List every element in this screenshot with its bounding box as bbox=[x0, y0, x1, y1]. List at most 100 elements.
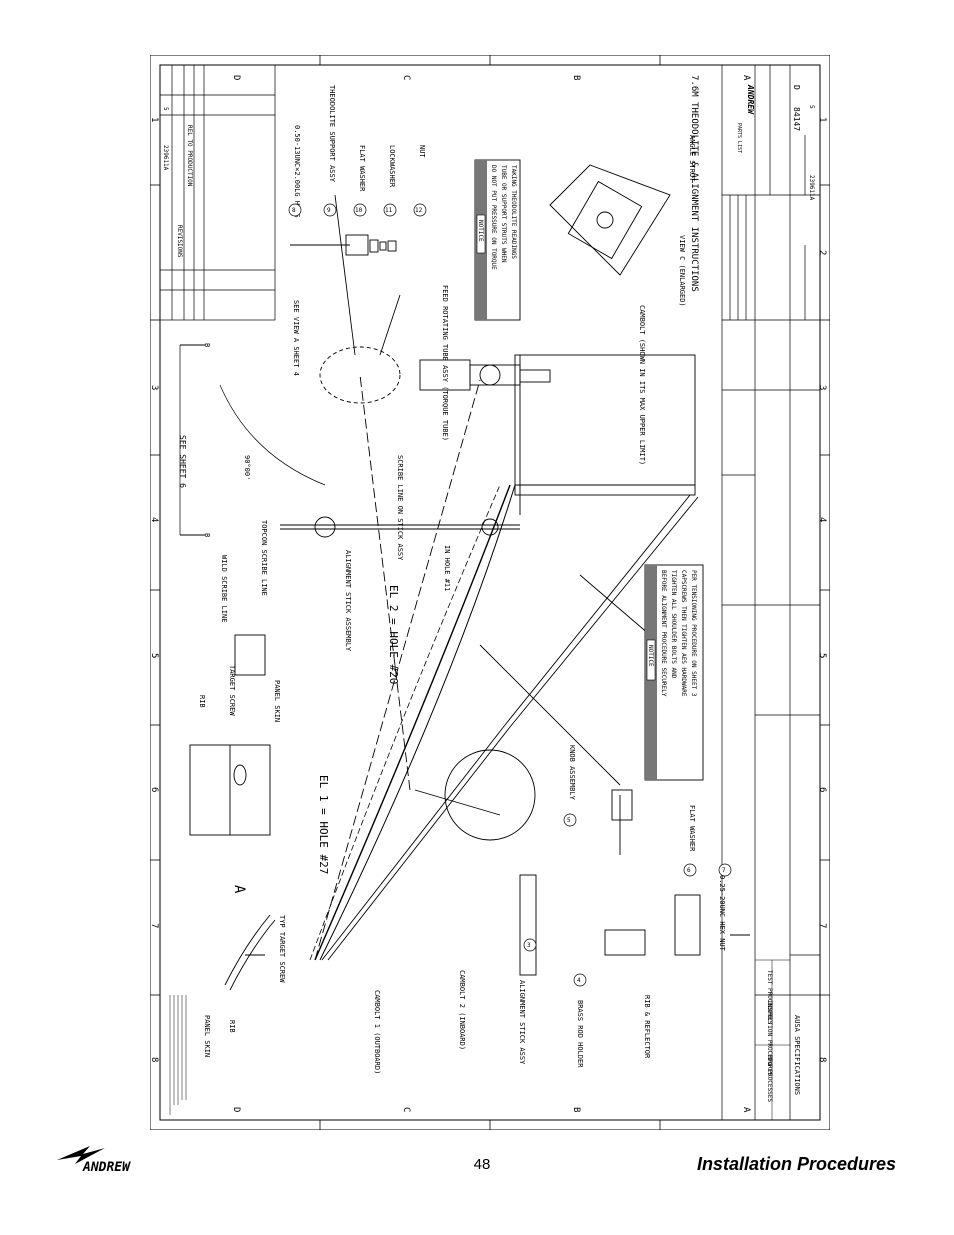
test-procedures: TEST PROCEDURES bbox=[766, 970, 773, 1025]
zone-4-left: 4 bbox=[150, 517, 159, 522]
callout-10-text: 10 bbox=[355, 207, 363, 214]
zone-b-top: B bbox=[571, 75, 581, 80]
parts-list-label: PARTS LIST bbox=[736, 123, 742, 153]
nut-label: NUT bbox=[418, 145, 426, 158]
callout-12: 12 bbox=[413, 203, 427, 217]
wild-scribe-label: WILD SCRIBE LINE bbox=[220, 555, 228, 622]
notice-mid-line-1: BEFORE ALIGNMENT PROCEDURE SECURELY bbox=[660, 570, 667, 697]
callout-7: 7 bbox=[718, 863, 732, 877]
zone-7-right: 7 bbox=[817, 923, 827, 928]
callout-3-text: 3 bbox=[527, 942, 531, 949]
hex-nut-label: 0.25-20UNC HEX NUT bbox=[718, 875, 726, 952]
in-hole-label: IN HOLE #11 bbox=[443, 545, 451, 591]
zone-7-left: 7 bbox=[150, 923, 159, 928]
revision-dwg-number: 239611A bbox=[162, 145, 169, 171]
callout-4: 4 bbox=[573, 973, 587, 987]
section-b-top: B bbox=[203, 343, 211, 347]
aqsa-specs: AUSA SPECIFICATIONS bbox=[793, 1015, 801, 1095]
zone-4-right: 4 bbox=[817, 517, 827, 522]
zone-1-left: 1 bbox=[150, 117, 159, 122]
zone-3-left: 3 bbox=[150, 385, 159, 390]
notes-block bbox=[169, 995, 187, 1115]
flat-washer-label: FLAT WASHER bbox=[688, 805, 696, 852]
zone-5-left: 5 bbox=[150, 653, 159, 658]
section-b-bottom: B bbox=[203, 533, 211, 537]
zone-2-right: 2 bbox=[817, 250, 827, 255]
drawing-title: 7.6M THEODOLITE & ALIGNMENT INSTRUCTIONS bbox=[689, 75, 699, 292]
callout-5: 5 bbox=[563, 813, 577, 827]
rib-label-bottom: RIB bbox=[228, 1020, 236, 1033]
notice-box-mid: NOTICE BEFORE ALIGNMENT PROCEDURE SECURE… bbox=[644, 564, 704, 781]
callout-12-text: 12 bbox=[415, 207, 423, 214]
drawing-sheet: 5 bbox=[808, 105, 815, 109]
notice-box-top: NOTICE DO NOT PUT PRESSURE ON TORQUE TUB… bbox=[474, 159, 521, 321]
brass-rod-holder-label: BRASS ROD HOLDER bbox=[576, 1000, 584, 1068]
revision-block bbox=[159, 64, 276, 321]
revision-description: REL TO PRODUCTION bbox=[186, 125, 193, 187]
cambolt-1-label: CAMBOLT 1 (OUTBOARD) bbox=[373, 990, 381, 1074]
callout-4-text: 4 bbox=[577, 977, 581, 984]
engineering-drawing: D C B A D C B A 1 1 2 3 3 4 4 5 5 6 6 7 … bbox=[150, 55, 830, 1130]
typ-target-label: TYP TARGET SCREW bbox=[278, 915, 286, 983]
callout-8-text: 8 bbox=[292, 207, 296, 214]
revision-title: REVISIONS bbox=[176, 225, 183, 258]
notice-top-line-2: TUBE OR SUPPORT STRUTS WHEN bbox=[500, 165, 507, 263]
knob-assembly-label: KNOB ASSEMBLY bbox=[568, 745, 576, 801]
callout-6-text: 6 bbox=[687, 867, 691, 874]
notice-top-line-1: DO NOT PUT PRESSURE ON TORQUE bbox=[490, 165, 497, 270]
notice-mid-line-3: CAPSCREWS THEN TIGHTEN AES HARDWARE bbox=[680, 570, 687, 697]
lockwasher-label: LOCKWASHER bbox=[388, 145, 396, 188]
callout-balloons: 5 6 7 8 9 10 11 12 3 4 bbox=[288, 203, 732, 987]
revision-sheet: 5 bbox=[162, 107, 169, 111]
notice-mid-line-4: PER TENSIONING PROCEDURE ON SHEET 3 bbox=[690, 570, 697, 697]
see-view-a-label: SEE VIEW A SHEET 4 bbox=[292, 300, 300, 376]
section-title: Installation Procedures bbox=[696, 1154, 896, 1174]
topcon-scribe-label: TOPCON SCRIBE LINE bbox=[260, 520, 268, 596]
panel-skin-label-bottom: PANEL SKIN bbox=[203, 1015, 211, 1057]
andrew-logo-mark: ANDREW bbox=[57, 1146, 131, 1175]
panel-skin-label-top: PANEL SKIN bbox=[273, 680, 281, 722]
zone-6-left: 6 bbox=[150, 787, 159, 792]
angle-label: 90°00' bbox=[243, 455, 251, 480]
rib-reflector-label: RIB & REFLECTOR bbox=[643, 995, 651, 1059]
callout-6: 6 bbox=[683, 863, 697, 877]
view-a-mark: A bbox=[231, 885, 247, 894]
zone-d-top: D bbox=[231, 75, 241, 80]
zone-a-bottom: A bbox=[741, 1107, 751, 1113]
zone-1-right: 1 bbox=[817, 117, 827, 122]
drawing-body bbox=[179, 164, 750, 991]
el1-label: EL 1 = HOLE #27 bbox=[317, 775, 330, 874]
el2-label: EL 2 = HOLE #20 bbox=[387, 585, 400, 684]
cambolt-2-label: CAMBOLT 2 (INBOARD) bbox=[458, 970, 466, 1050]
drawing-size: D bbox=[792, 85, 801, 90]
notice-top-line-3: TAKING THEODOLITE READINGS bbox=[510, 165, 517, 259]
drawing-code: 84147 bbox=[792, 107, 801, 131]
drawing-labels: EL 1 = HOLE #27 EL 2 = HOLE #20 SEE SHEE… bbox=[178, 85, 726, 1074]
callout-7-text: 7 bbox=[722, 867, 726, 874]
notice-mid-title: NOTICE bbox=[647, 645, 654, 667]
target-screw-label: TARGET SCREW bbox=[228, 665, 236, 716]
zone-6-right: 6 bbox=[817, 787, 827, 792]
theodolite-support-label: THEODOLITE SUPPORT ASSY bbox=[328, 85, 336, 183]
hhcs-label: 0.50-13UNC×2.00LG HHCS bbox=[293, 125, 301, 218]
callout-10: 10 bbox=[353, 203, 367, 217]
zone-5-right: 5 bbox=[817, 653, 827, 658]
drawing-number: 239611A bbox=[808, 175, 815, 201]
feed-tube-label: FEED ROTATING TUBE ASSY (TORQUE TUBE) bbox=[441, 285, 449, 441]
notice-mid-line-2: TIGHTEN ALL SHOULDER BOLTS AND bbox=[670, 570, 677, 679]
andrew-logo: ANDREW bbox=[55, 1140, 175, 1176]
callout-11: 11 bbox=[383, 203, 397, 217]
callout-11-text: 11 bbox=[385, 207, 393, 214]
zone-8-left: 8 bbox=[150, 1057, 159, 1062]
zone-8-right: 8 bbox=[817, 1057, 827, 1062]
zone-b-bottom: B bbox=[571, 1107, 581, 1112]
zone-markers: D C B A D C B A 1 1 2 3 3 4 4 5 5 6 6 7 … bbox=[150, 75, 827, 1113]
zone-c-top: C bbox=[401, 75, 411, 80]
alignment-stick-assy-label: ALIGNMENT STICK ASSY bbox=[518, 980, 526, 1065]
view-c-label: VIEW C (ENLARGED) bbox=[678, 235, 686, 307]
flat-washer-8-label: FLAT WASHER bbox=[358, 145, 366, 192]
zone-3-right: 3 bbox=[817, 385, 827, 390]
notice-top-title: NOTICE bbox=[477, 220, 484, 242]
callout-5-text: 5 bbox=[567, 817, 571, 824]
cambolt-shown-label: CAMBOLT (SHOWN IN ITS MAX UPPER LIMIT) bbox=[638, 305, 646, 465]
